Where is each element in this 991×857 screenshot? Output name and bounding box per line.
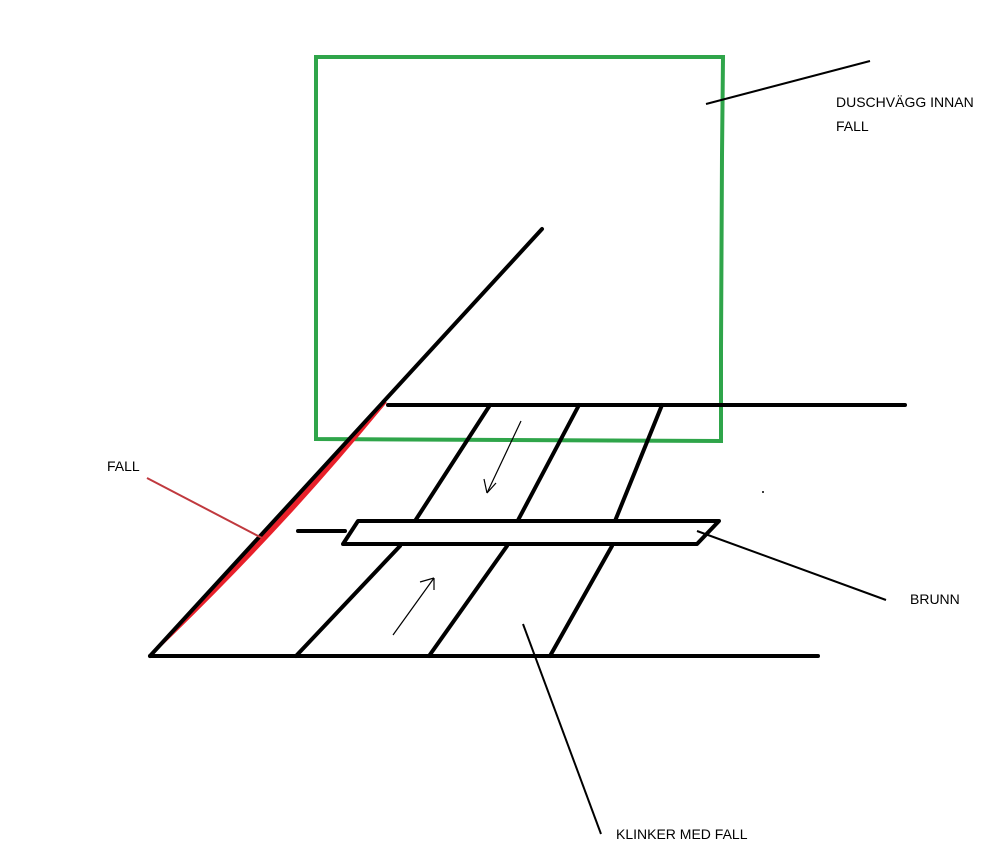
tile-joint-lower-3: [548, 544, 614, 658]
tiles-leader-line: [522, 623, 602, 835]
tile-joint-upper-1: [413, 403, 492, 523]
shower-wall: [314, 55, 726, 444]
tile-joint-lower-2: [427, 544, 509, 658]
slope-arrow-down: [483, 420, 522, 494]
fall-leader-line: [146, 477, 263, 539]
tile-joint-upper-2: [514, 403, 581, 526]
drain-label: BRUNN: [910, 591, 960, 607]
wall-label: DUSCHVÄGG INNAN: [836, 94, 974, 110]
tile-joint-lower-1: [294, 544, 402, 658]
drain-channel: [341, 519, 721, 546]
fall-label: FALL: [107, 458, 140, 474]
drain-leader-line: [696, 530, 887, 601]
wall-label-line2: FALL: [836, 118, 869, 134]
tiles-label: KLINKER MED FALL: [616, 826, 748, 842]
wall-leader-line: [705, 60, 871, 105]
tile-joint-upper-3: [613, 403, 664, 523]
shower-wall-outline: [314, 55, 726, 444]
slope-arrow-up: [392, 577, 435, 636]
floor-lines: [148, 227, 907, 658]
wall-slope-line: [148, 227, 544, 658]
stray-dot: [762, 491, 764, 493]
